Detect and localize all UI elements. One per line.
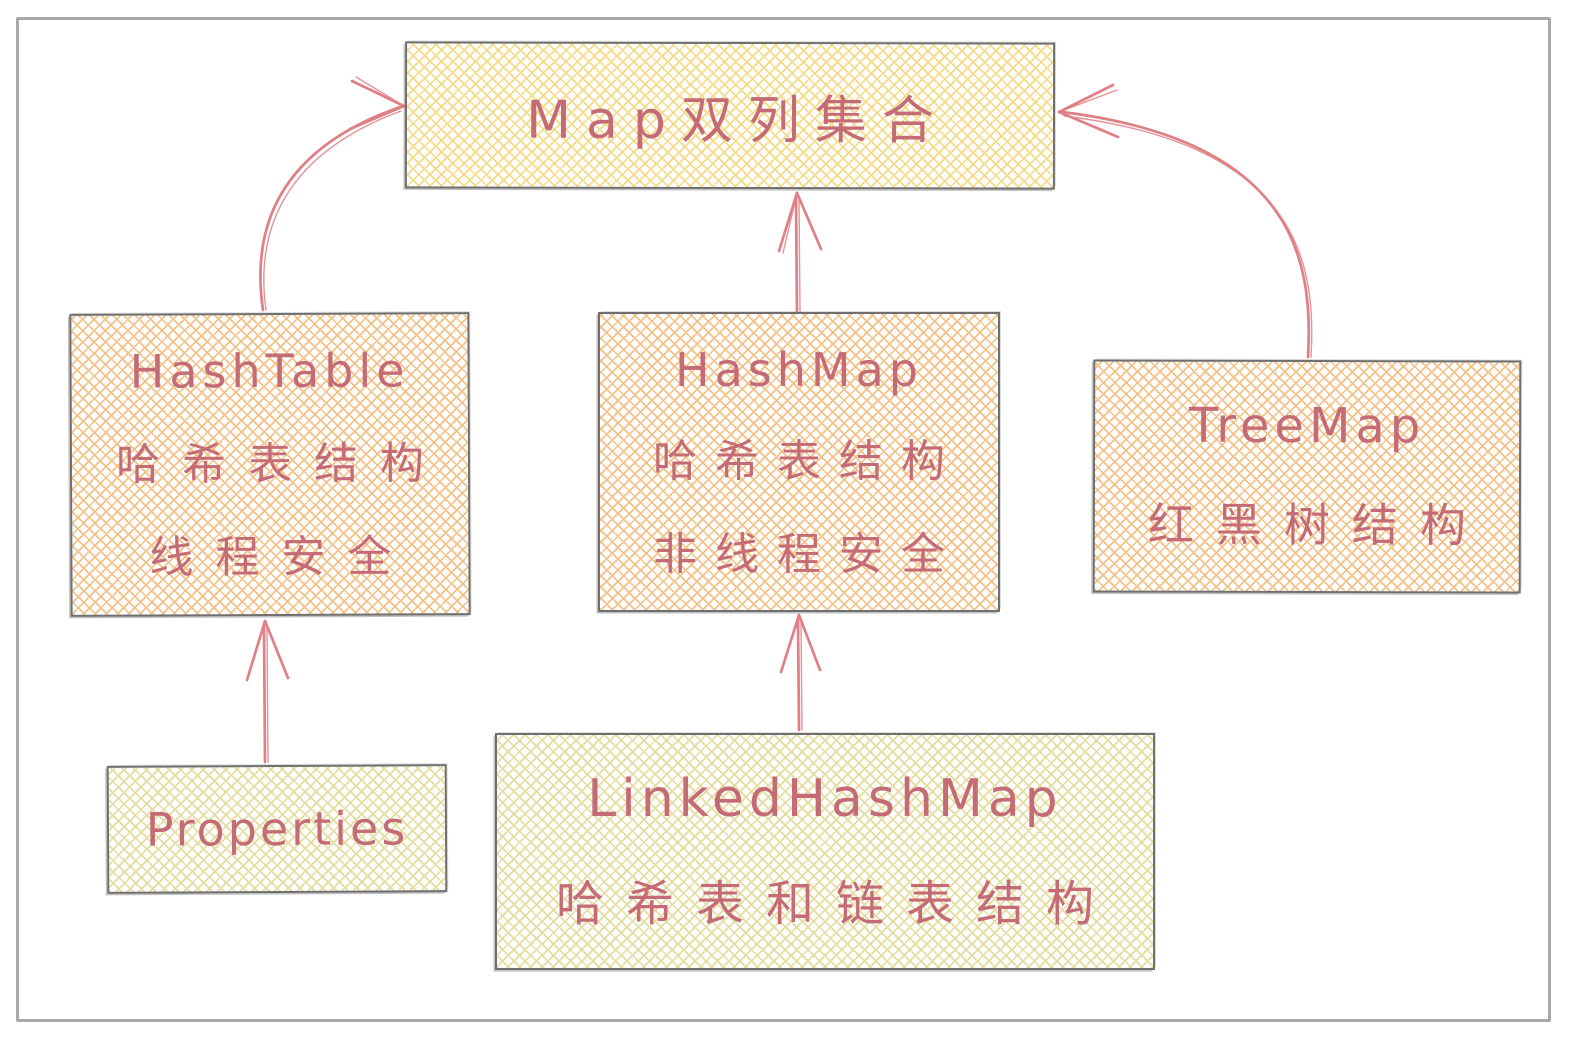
node-hashmap: HashMap 哈希表结构 非线程安全 (598, 312, 1000, 612)
node-hashtable-thread-safety-label: 线程安全 (149, 531, 414, 584)
node-linkedhashmap-title: LinkedHashMap (587, 769, 1063, 830)
node-hashmap-title: HashMap (675, 342, 923, 397)
node-properties: Properties (106, 764, 448, 894)
node-hashmap-thread-safety-label: 非线程安全 (653, 528, 963, 580)
node-treemap-title: TreeMap (1188, 397, 1426, 454)
node-hashtable-structure-label: 哈希表结构 (115, 437, 447, 491)
outer-frame (16, 17, 1551, 1022)
node-map-collection: Map双列集合 (404, 41, 1056, 190)
node-linkedhashmap-structure-label: 哈希表和链表结构 (555, 875, 1116, 932)
node-map-title: Map双列集合 (526, 90, 949, 152)
node-hashmap-structure-label: 哈希表结构 (653, 436, 963, 487)
node-hashtable-title: HashTable (129, 343, 410, 399)
node-treemap-structure-label: 红黑树结构 (1147, 497, 1488, 553)
node-hashtable: HashTable 哈希表结构 线程安全 (69, 312, 471, 617)
node-linkedhashmap: LinkedHashMap 哈希表和链表结构 (495, 733, 1155, 970)
node-treemap: TreeMap 红黑树结构 (1092, 359, 1522, 594)
node-properties-title: Properties (145, 801, 409, 857)
